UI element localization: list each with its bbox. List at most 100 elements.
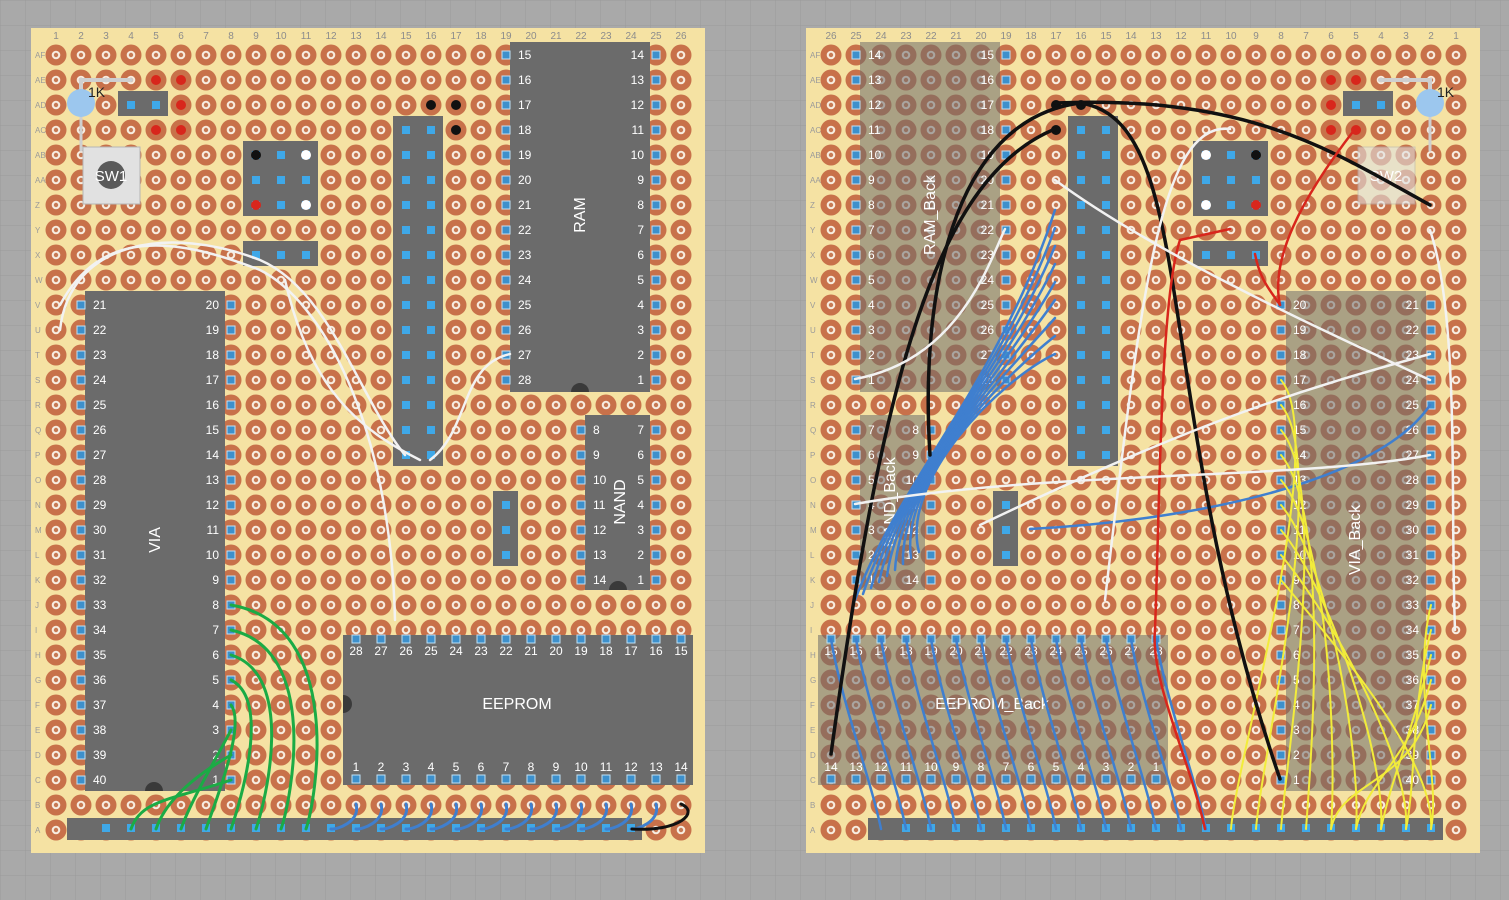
socket-header-front-pin xyxy=(402,351,410,359)
via-chip-pin-label: 3 xyxy=(212,723,219,737)
via-chip-pin-label: 25 xyxy=(93,398,107,412)
pad-center xyxy=(453,377,459,383)
row-label: O xyxy=(810,476,816,485)
pad-center xyxy=(1178,302,1184,308)
pad-center xyxy=(428,477,434,483)
pad-center xyxy=(603,602,609,608)
eeprom-chip-pin xyxy=(651,634,661,644)
pad-center xyxy=(353,427,359,433)
pad-center xyxy=(278,552,284,558)
pad-center xyxy=(378,277,384,283)
pad-center xyxy=(53,527,59,533)
pad-center xyxy=(528,402,534,408)
eeprom-chip-pin-label: 13 xyxy=(649,760,663,774)
pad-center xyxy=(228,102,234,108)
pad-center xyxy=(78,227,84,233)
via-chip-pin-label: 10 xyxy=(206,548,220,562)
ram-chip-pin-label: 26 xyxy=(518,323,532,337)
bottom-connector-pin xyxy=(102,824,110,832)
nand-chip-pin xyxy=(651,450,661,460)
via-chip-pin xyxy=(76,750,86,760)
pad-center xyxy=(1203,52,1209,58)
ram-chip-pin xyxy=(651,250,661,260)
pad-center xyxy=(303,277,309,283)
pad-center xyxy=(103,277,109,283)
row-label: G xyxy=(810,676,816,685)
pad-center xyxy=(328,102,334,108)
pad-center xyxy=(278,52,284,58)
ram-chip-pin xyxy=(651,75,661,85)
via-chip-pin xyxy=(226,325,236,335)
pad-center xyxy=(1378,52,1384,58)
pad-center xyxy=(553,477,559,483)
pad-center xyxy=(1153,127,1159,133)
pad-marker xyxy=(301,150,311,160)
pad-center xyxy=(1328,52,1334,58)
pad-center xyxy=(303,577,309,583)
pad-center xyxy=(478,302,484,308)
pad-center xyxy=(53,752,59,758)
pad-center xyxy=(453,177,459,183)
pad-center xyxy=(353,377,359,383)
via-chip-pin-label: 34 xyxy=(93,623,107,637)
row-label: AB xyxy=(35,151,46,160)
pad-center xyxy=(53,352,59,358)
pad-center xyxy=(1003,477,1009,483)
eeprom-chip-pin xyxy=(401,774,411,784)
nand-chip-pin-label: 11 xyxy=(593,498,606,512)
pad-center xyxy=(478,602,484,608)
row-label: W xyxy=(810,276,818,285)
pad-center xyxy=(1128,427,1134,433)
pad-center xyxy=(1003,452,1009,458)
ram-chip-pin xyxy=(501,275,511,285)
pad-center xyxy=(1153,177,1159,183)
pad-center xyxy=(253,502,259,508)
pad-center xyxy=(953,452,959,458)
pad-center xyxy=(1053,577,1059,583)
pad-center xyxy=(278,352,284,358)
row-label: B xyxy=(810,801,815,810)
ram-chip-pin-label: 5 xyxy=(637,273,644,287)
socket-header-front-pin xyxy=(427,176,435,184)
pad-center xyxy=(1203,377,1209,383)
pad-center xyxy=(78,202,84,208)
row-label: L xyxy=(35,551,40,560)
socket-header-front-pin xyxy=(402,301,410,309)
pad-marker xyxy=(176,75,186,85)
row-label: T xyxy=(810,351,815,360)
socket-header-front-pin xyxy=(427,251,435,259)
nand-chip-pin xyxy=(651,425,661,435)
via-chip-pin-label: 36 xyxy=(93,673,107,687)
pad-center xyxy=(478,177,484,183)
pad-center xyxy=(1253,352,1259,358)
via-chip-pin-label: 4 xyxy=(212,698,219,712)
pad-center xyxy=(278,777,284,783)
pad-center xyxy=(378,527,384,533)
pad-center xyxy=(1253,77,1259,83)
pad-center xyxy=(178,202,184,208)
via-chip-pin xyxy=(226,525,236,535)
pad-center xyxy=(1303,227,1309,233)
socket-header-front-pin xyxy=(427,301,435,309)
header-1x2-front-pin xyxy=(152,101,160,109)
eeprom-chip-pin xyxy=(501,634,511,644)
eeprom-chip-pin xyxy=(501,774,511,784)
ram-chip-pin-label: 18 xyxy=(518,123,532,137)
pad-center xyxy=(1078,502,1084,508)
pad-center xyxy=(228,277,234,283)
row-label: H xyxy=(35,651,41,660)
pad-center xyxy=(503,477,509,483)
pad-center xyxy=(328,602,334,608)
pad-center xyxy=(353,202,359,208)
pad-center xyxy=(828,102,834,108)
row-label: I xyxy=(35,626,37,635)
pad-center xyxy=(903,602,909,608)
ram-chip-pin xyxy=(651,350,661,360)
pad-center xyxy=(1228,52,1234,58)
pad-center xyxy=(328,52,334,58)
pad-center xyxy=(878,602,884,608)
pad-center xyxy=(453,552,459,558)
pad-center xyxy=(1303,152,1309,158)
via-chip-pin xyxy=(76,525,86,535)
